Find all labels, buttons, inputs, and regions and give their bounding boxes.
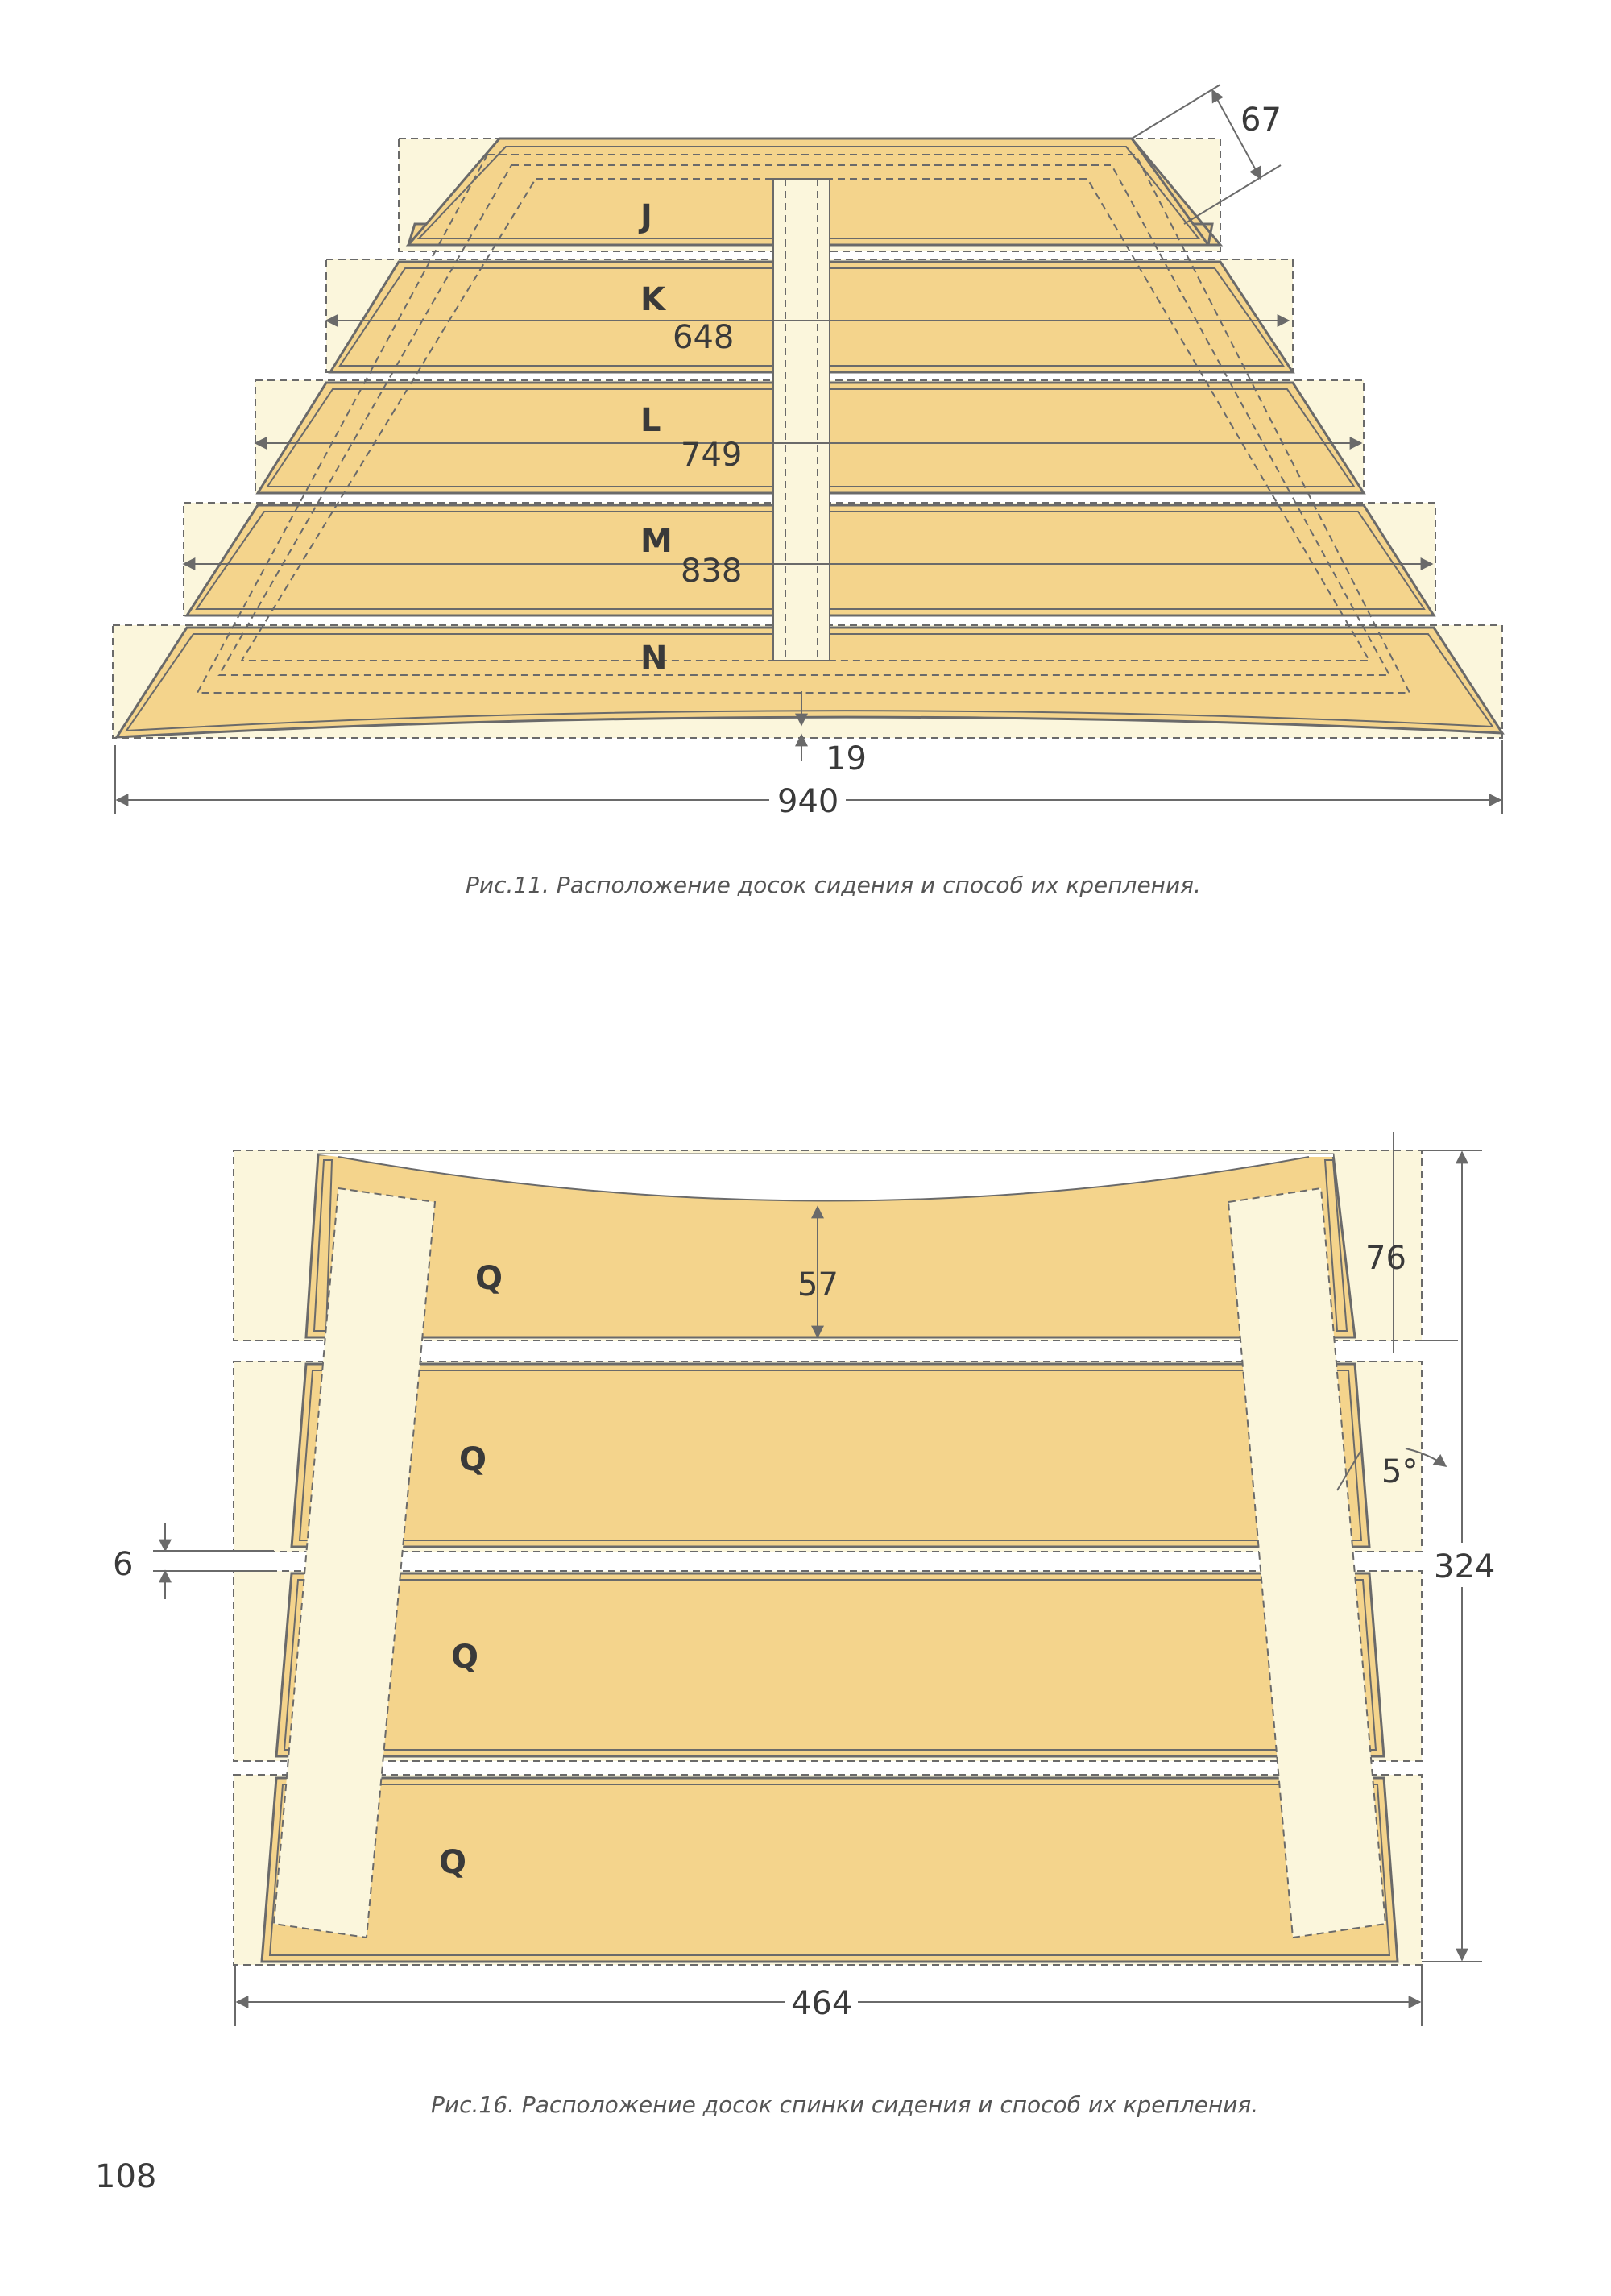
label-q4: Q: [439, 1844, 466, 1881]
board-q4: [260, 1776, 1399, 1963]
figure-11-seat-boards: J K L M N 648 749 838 67 19 940 Рис.11. …: [112, 84, 1505, 898]
dim-940: 940: [777, 783, 839, 820]
back-support-left: [272, 1187, 437, 1939]
dim-67: 67: [1240, 102, 1282, 139]
dim-19: 19: [826, 740, 867, 777]
dim-648: 648: [673, 319, 734, 356]
dim-5-degree: 5°: [1381, 1453, 1418, 1490]
caption-figure-16: Рис.16. Расположение досок спинки сидени…: [431, 2091, 1258, 2118]
board-q2: [290, 1362, 1371, 1548]
back-support-right: [1227, 1187, 1387, 1939]
board-q3: [275, 1572, 1385, 1758]
page-number: 108: [95, 2158, 156, 2195]
dim-464: 464: [791, 1985, 852, 2022]
dim-749: 749: [681, 437, 742, 474]
dim-6: 6: [113, 1546, 133, 1583]
figure-16-backrest-boards: Q Q Q Q 57 76 5° 6 324 464 Рис.16: [113, 1132, 1506, 2118]
label-q2: Q: [459, 1441, 487, 1478]
label-n: N: [640, 640, 667, 677]
dim-324: 324: [1434, 1548, 1495, 1585]
board-q1: [304, 1153, 1356, 1339]
label-l: L: [640, 402, 661, 439]
dim-838: 838: [681, 553, 742, 590]
dim-57: 57: [797, 1266, 839, 1303]
label-j: J: [638, 198, 652, 235]
dim-76: 76: [1365, 1240, 1406, 1277]
board-n: [114, 626, 1505, 739]
label-m: M: [640, 523, 673, 560]
label-q3: Q: [451, 1639, 478, 1676]
label-q1: Q: [475, 1260, 503, 1297]
seat-frame: [196, 154, 1411, 694]
label-k: K: [640, 281, 667, 318]
caption-figure-11: Рис.11. Расположение досок сидения и спо…: [466, 872, 1201, 898]
